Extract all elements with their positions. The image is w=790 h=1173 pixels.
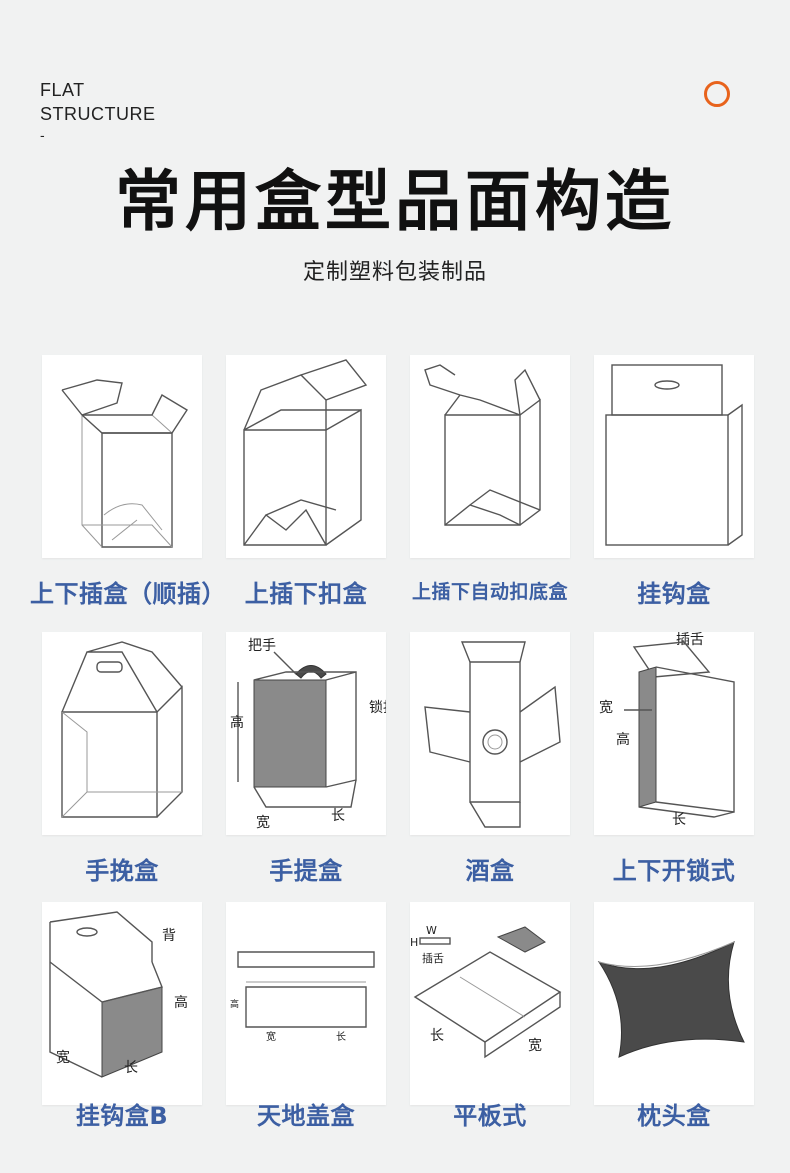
box-label: 挂钩盒	[637, 580, 711, 608]
hang-tab-b-diagram: 背 高 宽 长	[49, 911, 188, 1078]
back-label: 背	[162, 928, 176, 944]
box-card-lock-top-bottom[interactable]: 插舌 宽 高 长	[594, 632, 754, 835]
flat-box-diagram: W H 插舌 长 宽	[410, 924, 562, 1059]
page-title: 常用盒型品面构造	[115, 163, 675, 240]
box-card-hang-tab-b[interactable]: 背 高 宽 长	[42, 902, 202, 1105]
height-label: 高	[616, 731, 630, 748]
width-label: 宽	[256, 814, 270, 831]
box-card-flat[interactable]: W H 插舌 长 宽	[410, 902, 570, 1105]
tongue-label: 插舌	[422, 951, 444, 965]
box-label: 上插下自动扣底盒	[411, 581, 568, 603]
box-card-handle[interactable]	[42, 632, 202, 835]
box-label: 手挽盒	[85, 857, 159, 885]
width-label: 宽	[266, 1030, 276, 1043]
flat-structure-eyebrow: FLAT STRUCTURE -	[40, 78, 156, 142]
box-card-lid-base[interactable]: 高 宽 长	[226, 902, 386, 1105]
box-label: 平板式	[453, 1102, 527, 1130]
eyebrow-line2: STRUCTURE	[40, 104, 156, 124]
box-card-tuck-top-snap-bottom[interactable]	[226, 355, 386, 558]
h-label: H	[410, 936, 418, 949]
length-label: 长	[331, 808, 345, 824]
length-label: 长	[672, 812, 686, 828]
box-card-hang-tab[interactable]	[594, 355, 754, 558]
height-label: 高	[230, 998, 239, 1010]
handle-label: 把手	[248, 638, 276, 654]
width-label: 宽	[599, 699, 613, 716]
page-subtitle: 定制塑料包装制品	[302, 260, 487, 285]
length-label: 长	[336, 1031, 346, 1043]
handle-box-diagram	[61, 641, 183, 818]
tuck-top-snap-bottom-diagram	[243, 359, 368, 546]
box-label: 枕头盒	[637, 1102, 711, 1130]
lid-base-diagram: 高 宽 长	[230, 951, 375, 1043]
box-label: 酒盒	[465, 857, 515, 885]
box-label: 上下插盒（顺插）	[30, 580, 226, 608]
box-card-pillow[interactable]	[594, 902, 754, 1105]
box-card-crash-lock[interactable]	[410, 355, 570, 558]
height-label: 高	[230, 714, 244, 731]
box-label: 手提盒	[269, 857, 343, 885]
eyebrow-dash: -	[40, 127, 46, 143]
pillow-box-diagram	[597, 941, 745, 1058]
box-label: 天地盖盒	[257, 1102, 355, 1130]
carry-box-diagram: 把手 高 锁扣 宽 长	[230, 638, 386, 831]
tuck-end-box-diagram	[61, 379, 188, 548]
crash-lock-diagram	[424, 364, 541, 526]
height-label: 高	[174, 994, 188, 1011]
length-label: 长	[124, 1060, 138, 1076]
eyebrow-line1: FLAT	[40, 80, 85, 100]
wine-box-diagram	[424, 641, 561, 828]
orange-ring-icon	[704, 81, 730, 107]
box-card-carry[interactable]: 把手 高 锁扣 宽 长	[226, 632, 386, 835]
box-card-tuck-end[interactable]	[42, 355, 202, 558]
hang-tab-diagram	[605, 364, 743, 546]
w-label: W	[426, 924, 437, 937]
width-label: 宽	[528, 1037, 542, 1054]
lock-label: 锁扣	[369, 700, 386, 716]
box-label: 上下开锁式	[612, 857, 736, 885]
tongue-label: 插舌	[676, 632, 704, 648]
box-label: 上插下扣盒	[244, 580, 368, 608]
lock-top-bottom-diagram: 插舌 宽 高 长	[599, 632, 735, 828]
width-label: 宽	[56, 1049, 70, 1066]
box-label: 挂钩盒B	[75, 1102, 169, 1130]
box-card-wine[interactable]	[410, 632, 570, 835]
length-label: 长	[430, 1028, 444, 1044]
